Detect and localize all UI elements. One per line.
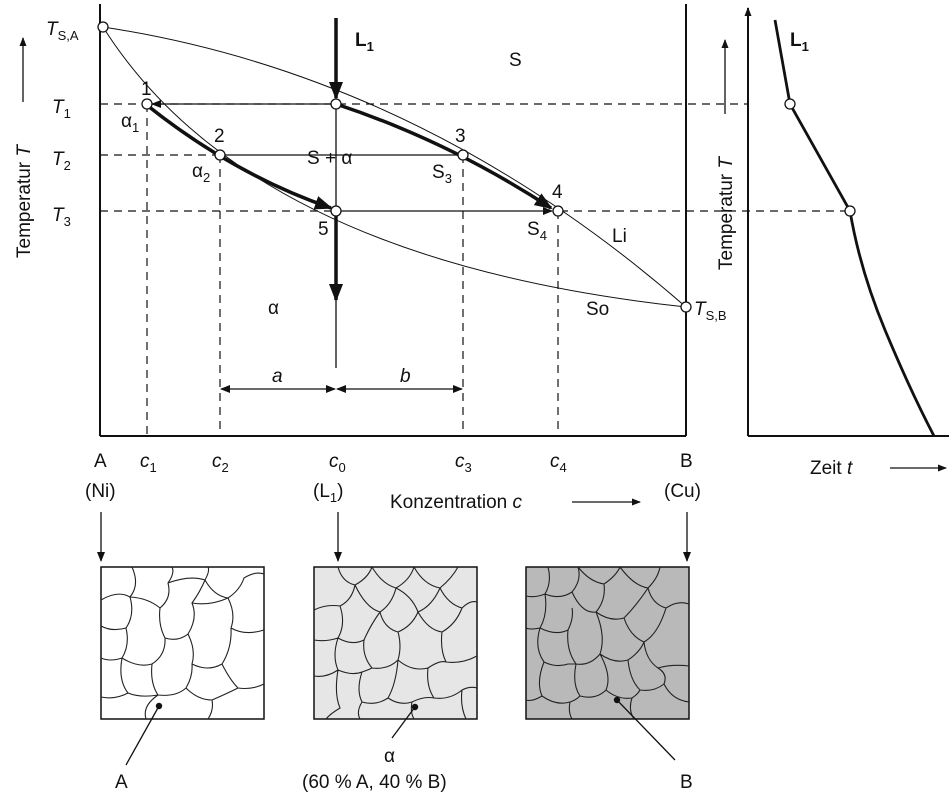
micrograph-alpha-frame: [313, 566, 478, 720]
alpha2-label: α2: [192, 161, 210, 185]
point-2-label: 2: [214, 126, 225, 147]
cooling-curve-line: [773, 19, 936, 437]
liquidus-label: Li: [612, 226, 627, 247]
micrograph-a: A: [100, 566, 265, 793]
micrographs: A α (60 % A, 40 % B) B: [97, 512, 693, 793]
micrograph-a-frame: [100, 566, 265, 720]
lever-b-label: b: [400, 366, 411, 387]
x-right-element-label: (Cu): [664, 481, 701, 502]
micrograph-a-pointer: [125, 705, 160, 766]
ts-b-label: TS,B: [694, 299, 727, 323]
t1-label: T1: [52, 97, 71, 121]
point-2: [214, 149, 226, 161]
c3-tick-label: c3: [455, 451, 472, 475]
lever-a-label: a: [272, 366, 283, 387]
micrograph-b-pointer: [616, 699, 676, 761]
t3-label: T3: [52, 205, 71, 229]
micrograph-b-frame: [525, 566, 690, 720]
liquid-composition-path: [338, 103, 553, 210]
micrograph-alpha: α (60 % A, 40 % B): [302, 566, 478, 793]
x-right-end-label: B: [680, 451, 693, 472]
point-1: [141, 98, 153, 110]
micrograph-a-grains: [100, 566, 265, 720]
cooling-point-t1: [784, 98, 796, 110]
point-3: [457, 149, 469, 161]
micrograph-a-label: A: [115, 772, 128, 793]
x-left-end-label: A: [94, 451, 107, 472]
point-5-label: 5: [318, 219, 329, 240]
ts-a-label: TS,A: [46, 19, 79, 43]
x-left-element-label: (Ni): [85, 481, 116, 502]
region-two-phase-label: S + α: [307, 148, 352, 169]
concentration-label: Konzentration c: [390, 492, 523, 513]
point-3-label: 3: [455, 126, 466, 147]
point-ts-b: [680, 301, 692, 313]
cooling-y-label: Temperatur T: [716, 156, 737, 270]
melt-label: L1: [355, 30, 374, 54]
point-4: [552, 205, 564, 217]
point-l1-start: [330, 98, 342, 110]
y-axis-label: Temperatur T: [14, 144, 35, 258]
micrograph-alpha-label: α: [384, 746, 395, 767]
phase-diagram: Temperatur T TS,A T1 T2 T3 TS,B 1 2 3 4 …: [14, 4, 850, 513]
micrograph-b-label: B: [680, 772, 693, 793]
point-1-label: 1: [141, 79, 152, 100]
s4-label: S4: [527, 219, 547, 243]
c4-tick-label: c4: [550, 451, 567, 475]
micrograph-alpha-grains: [313, 566, 478, 720]
point-5: [330, 205, 342, 217]
c0-tick-label: c0: [329, 451, 346, 475]
t2-label: T2: [52, 149, 71, 173]
solid-composition-path: [146, 104, 333, 210]
c1-tick-label: c1: [140, 451, 157, 475]
point-4-label: 4: [552, 182, 563, 203]
cooling-curve: Temperatur T L1 Zeit t: [716, 7, 949, 479]
solidus-label: So: [586, 299, 609, 320]
region-liquid-label: S: [509, 50, 522, 71]
alpha1-label: α1: [121, 111, 139, 135]
micrograph-alpha-composition: (60 % A, 40 % B): [302, 772, 447, 793]
solidus-curve: [102, 26, 687, 308]
cooling-curve-label: L1: [790, 30, 809, 54]
region-solid-label: α: [268, 298, 279, 319]
micrograph-b-grains: [525, 566, 690, 720]
point-ts-a: [97, 21, 109, 33]
micrograph-b: B: [525, 566, 693, 793]
micrograph-alpha-pointer: [391, 706, 416, 739]
l1-paren-label: (L1): [313, 481, 343, 505]
cooling-point-t3: [844, 205, 856, 217]
c2-tick-label: c2: [212, 451, 229, 475]
cooling-x-label: Zeit t: [810, 458, 853, 479]
s3-label: S3: [432, 162, 452, 186]
liquidus-curve: [102, 26, 687, 308]
